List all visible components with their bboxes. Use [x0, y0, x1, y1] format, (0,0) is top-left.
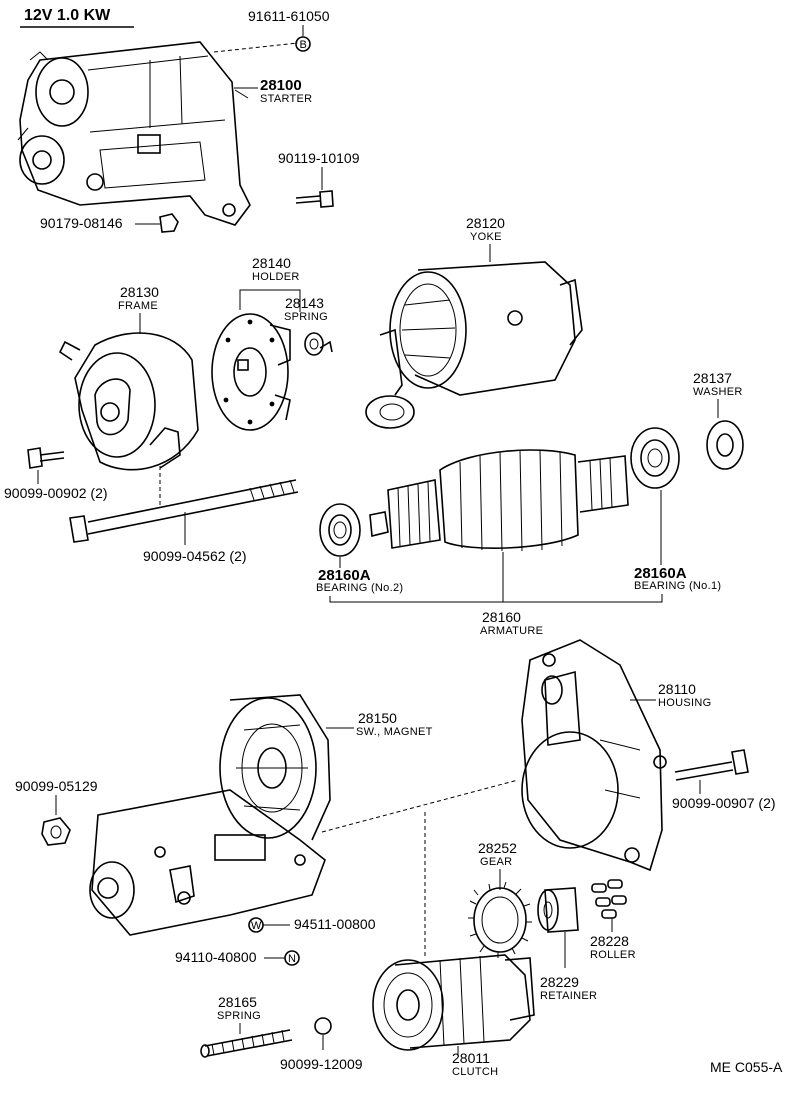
callout-28228-label: ROLLER	[590, 949, 636, 961]
ball-90099-12009-icon	[314, 1017, 332, 1035]
callout-90099-05129-number: 90099-05129	[15, 778, 98, 794]
callout-28229-label: RETAINER	[540, 990, 597, 1002]
magnet-switch-drawing	[89, 694, 331, 936]
callout-28143-label: SPRING	[284, 311, 328, 323]
callout-94110-number: 94110-40800	[175, 949, 257, 965]
gear-28252-drawing	[468, 881, 532, 958]
callout-28137-label: WASHER	[693, 386, 743, 398]
callout-28150-label: SW., MAGNET	[356, 726, 433, 738]
bearing-no1-drawing	[630, 427, 680, 489]
nut-90099-05129-drawing	[41, 817, 71, 846]
callout-28160A-no1-label: BEARING (No.1)	[634, 580, 721, 592]
badge-N-text: N	[288, 953, 296, 965]
callout-28140-label: HOLDER	[252, 271, 300, 283]
callout-90099-00902-number: 90099-00902 (2)	[4, 485, 108, 501]
bolt-90119-drawing	[295, 190, 334, 208]
spec-label: 12V 1.0 KW	[24, 7, 111, 24]
callout-28160-label: ARMATURE	[480, 625, 543, 637]
callout-28130-label: FRAME	[118, 300, 158, 312]
callout-28160-number: 28160	[482, 609, 521, 625]
callout-28160A-no2-number: 28160A	[318, 567, 371, 584]
callout-90179-number: 90179-08146	[40, 215, 123, 231]
yoke-drawing	[365, 261, 583, 429]
callout-28228-number: 28228	[590, 933, 629, 949]
callout-28229-number: 28229	[540, 974, 579, 990]
spring-28165-drawing	[200, 1029, 293, 1058]
callout-28137-number: 28137	[693, 370, 732, 386]
bearing-no2-drawing	[319, 503, 361, 557]
callout-90099-12009-number: 90099-12009	[280, 1056, 363, 1072]
badge-B-icon	[295, 36, 311, 52]
callout-28140-number: 28140	[252, 255, 291, 271]
callout-28100-label: STARTER	[260, 93, 312, 105]
callout-28011-number: 28011	[452, 1050, 490, 1066]
through-bolt-drawing	[69, 479, 299, 543]
rollers-28228-drawing	[591, 879, 627, 919]
frame-drawing	[58, 332, 199, 471]
callout-90099-04562-number: 90099-04562 (2)	[143, 548, 247, 564]
clutch-drawing	[372, 954, 535, 1051]
armature-drawing	[369, 449, 629, 552]
callout-94511-number: 94511-00800	[294, 916, 376, 932]
leader-28140	[239, 289, 301, 312]
starter-assembly-drawing	[17, 41, 251, 226]
diagram-code: ME C055-A	[710, 1059, 783, 1075]
badge-N-icon	[284, 950, 300, 966]
leader-magnet-housing-dashed	[321, 779, 519, 833]
callout-28143-number: 28143	[285, 295, 324, 311]
callout-28011-label: CLUTCH	[452, 1066, 498, 1078]
callout-28252-number: 28252	[478, 840, 517, 856]
callout-28165-label: SPRING	[217, 1010, 261, 1022]
spring-28143-drawing	[304, 332, 333, 356]
holder-drawing	[211, 313, 291, 431]
leader-91611	[213, 42, 299, 53]
callout-90119-number: 90119-10109	[278, 150, 360, 166]
callout-28160A-no1-number: 28160A	[634, 565, 687, 582]
nut-90179-drawing	[159, 213, 179, 233]
bracket-armature-group	[329, 594, 663, 603]
callout-28110-label: HOUSING	[658, 697, 711, 709]
callout-28100-number: 28100	[260, 77, 302, 94]
callout-28120-label: YOKE	[470, 231, 502, 243]
washer-28137-drawing	[706, 420, 744, 470]
callout-28252-label: GEAR	[480, 856, 512, 868]
callout-91611-number: 91611-61050	[248, 8, 330, 24]
housing-drawing	[521, 639, 667, 872]
callout-90099-00907-number: 90099-00907 (2)	[672, 795, 776, 811]
callout-28160A-no2-label: BEARING (No.2)	[316, 582, 403, 594]
callout-28150-number: 28150	[358, 710, 397, 726]
callout-28110-number: 28110	[658, 681, 696, 697]
callout-28120-number: 28120	[466, 215, 505, 231]
badge-B-text: B	[300, 39, 308, 51]
callout-28165-number: 28165	[218, 994, 257, 1010]
retainer-28229-drawing	[537, 887, 579, 933]
bolt-90099-00907-drawing	[674, 749, 749, 781]
callout-28130-number: 28130	[120, 284, 159, 300]
badge-W-text: W	[251, 920, 262, 932]
screw-90099-00902-drawing	[27, 447, 65, 469]
